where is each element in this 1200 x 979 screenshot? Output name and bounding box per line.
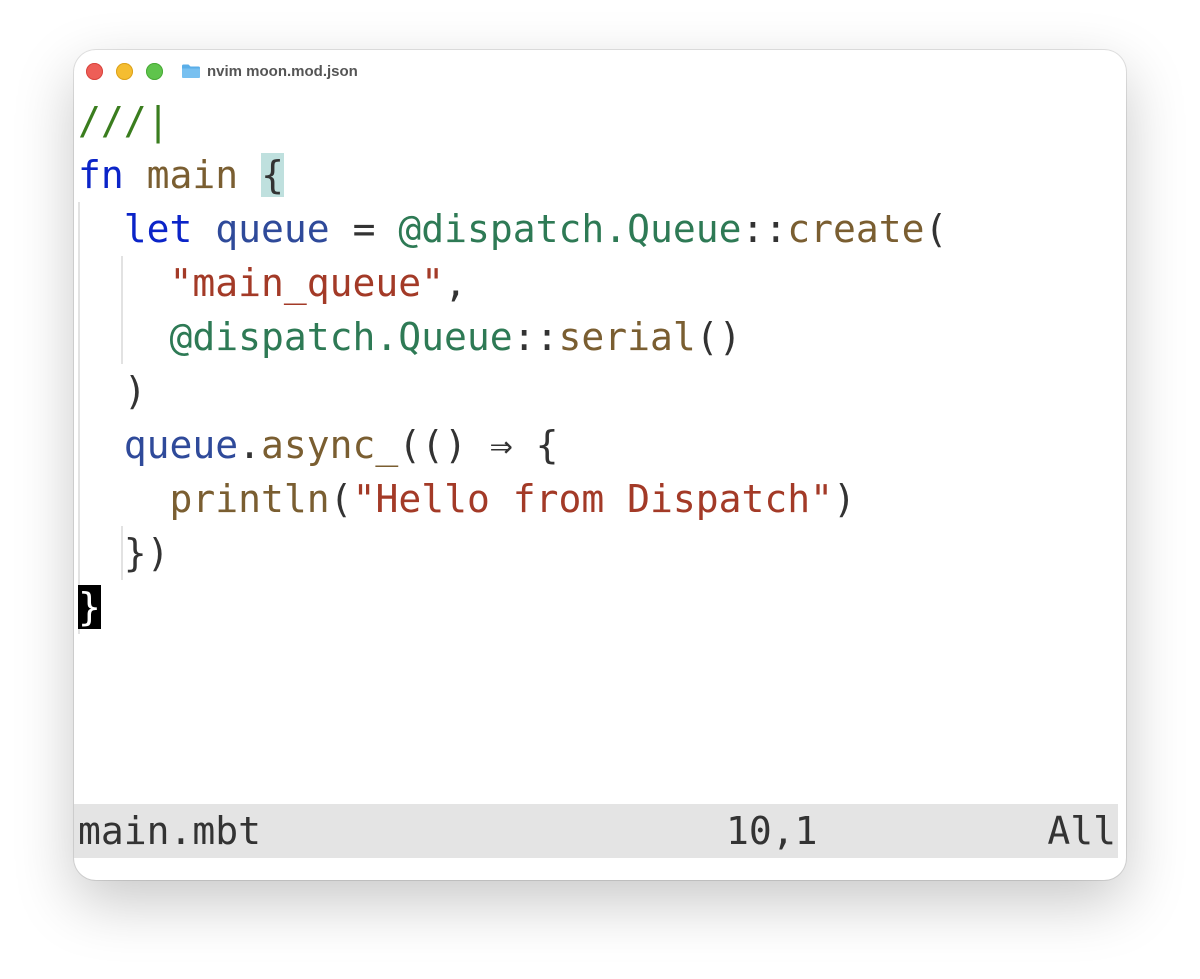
operator: = bbox=[352, 207, 376, 251]
variable: queue bbox=[123, 423, 239, 467]
code-line: println("Hello from Dispatch") bbox=[78, 472, 856, 526]
zoom-window-button[interactable] bbox=[146, 63, 163, 80]
string-literal: "main_queue" bbox=[169, 261, 445, 305]
editor-window: nvim moon.mod.json ///| fn main { let qu… bbox=[74, 50, 1126, 880]
doc-comment: ///| bbox=[78, 99, 170, 143]
code-line: ) bbox=[78, 364, 147, 418]
brace: }) bbox=[123, 531, 170, 575]
code-line: } bbox=[78, 580, 101, 634]
paren: ) bbox=[833, 477, 856, 521]
code-line: let queue = @dispatch.Queue::create( bbox=[78, 202, 948, 256]
arrow-operator: ⇒ bbox=[489, 423, 513, 467]
paren: ( bbox=[329, 477, 353, 521]
code-line: }) bbox=[78, 526, 170, 580]
function-name: serial bbox=[558, 315, 696, 359]
status-filename: main.mbt bbox=[78, 809, 262, 853]
code-line: queue.async_(() ⇒ { bbox=[78, 418, 559, 472]
paren: ( bbox=[924, 207, 948, 251]
indent-guide bbox=[121, 526, 123, 580]
variable: queue bbox=[215, 207, 330, 251]
status-scroll-indicator: All bbox=[1047, 809, 1116, 853]
comma: , bbox=[444, 261, 467, 305]
operator: :: bbox=[741, 207, 788, 251]
paren: ) bbox=[123, 369, 147, 413]
window-title-text: nvim moon.mod.json bbox=[207, 62, 358, 80]
function-name: println bbox=[169, 477, 330, 521]
module-path: @dispatch.Queue bbox=[169, 315, 513, 359]
indent-guide bbox=[121, 256, 123, 364]
paren: () bbox=[695, 315, 742, 359]
title-bar: nvim moon.mod.json bbox=[74, 50, 1126, 92]
operator: :: bbox=[512, 315, 559, 359]
code-editor[interactable]: ///| fn main { let queue = @dispatch.Que… bbox=[74, 94, 1126, 804]
matching-bracket: { bbox=[261, 153, 284, 197]
function-name: create bbox=[787, 207, 925, 251]
brace: { bbox=[512, 423, 559, 467]
function-name: async_ bbox=[261, 423, 399, 467]
keyword: fn bbox=[78, 153, 124, 197]
minimize-window-button[interactable] bbox=[116, 63, 133, 80]
paren: (() bbox=[398, 423, 490, 467]
window-title: nvim moon.mod.json bbox=[181, 61, 358, 81]
cursor: } bbox=[78, 585, 101, 629]
folder-icon bbox=[182, 64, 200, 78]
status-cursor-position: 10,1 bbox=[726, 809, 818, 853]
code-line: ///| bbox=[78, 94, 170, 148]
string-literal: "Hello from Dispatch" bbox=[352, 477, 833, 521]
code-line: fn main { bbox=[78, 148, 284, 202]
indent-guide bbox=[78, 202, 80, 634]
module-path: @dispatch.Queue bbox=[398, 207, 742, 251]
close-window-button[interactable] bbox=[86, 63, 103, 80]
operator: . bbox=[238, 423, 262, 467]
function-name: main bbox=[146, 153, 239, 197]
keyword: let bbox=[123, 207, 193, 251]
status-line: main.mbt 10,1 All bbox=[74, 804, 1118, 858]
code-line: "main_queue", bbox=[78, 256, 467, 310]
code-line: @dispatch.Queue::serial() bbox=[78, 310, 742, 364]
